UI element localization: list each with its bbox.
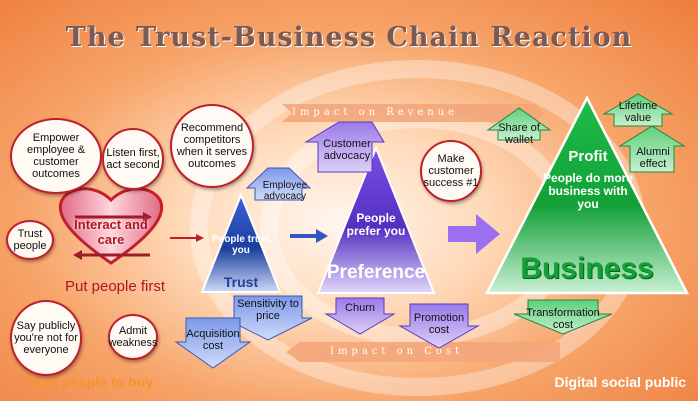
profit-inner-text: People do more business with you xyxy=(542,171,634,211)
bubble-empower: Empower employee & customer outcomes xyxy=(10,118,102,194)
transformation-label: Transformation cost xyxy=(526,307,600,331)
acquisition-arrow xyxy=(174,317,252,369)
heart-shape xyxy=(58,187,164,265)
heart-arrow-right-head xyxy=(143,212,152,222)
heart-label: Interact and care xyxy=(74,217,148,247)
lifetime-arrow xyxy=(602,93,674,127)
revenue-banner-arrow xyxy=(282,104,545,122)
bubble-make-success: Make customer success #1 xyxy=(420,140,482,202)
connector-heart-trust-head xyxy=(196,234,204,242)
bubble-recommend: Recommend competitors when it serves out… xyxy=(170,104,254,188)
preference-label: Preference xyxy=(326,262,426,283)
business-triangle xyxy=(484,95,690,295)
connector-trust-preference-head xyxy=(316,229,328,243)
trust-label: Trust xyxy=(223,274,259,290)
employee-advocacy-arrow xyxy=(245,167,312,201)
share-wallet-arrow xyxy=(486,107,552,141)
cost-banner: Impact on Cost xyxy=(330,346,464,357)
alumni-label: Alumni effect xyxy=(636,146,670,170)
bubble-trust-people: Trust people xyxy=(6,220,54,260)
employee-advocacy-label: Employee advocacy xyxy=(262,180,308,202)
page-title: The Trust-Business Chain Reaction xyxy=(65,22,633,53)
heart-arrow-left-head xyxy=(73,250,82,260)
trust-triangle xyxy=(200,192,282,293)
alumni-arrow xyxy=(618,125,686,173)
bubble-say-publicly: Say publicly you're not for everyone xyxy=(10,300,82,376)
bubble-admit: Admit weakness xyxy=(108,314,158,360)
cost-banner-arrow-body xyxy=(286,342,560,362)
customer-advocacy-arrow xyxy=(304,121,385,173)
business-label: Business xyxy=(520,252,654,285)
customer-advocacy-label: Customer advocacy xyxy=(323,138,371,162)
churn-arrow xyxy=(324,297,396,335)
preference-inner-text: People prefer you xyxy=(346,211,406,238)
connector-preference-business xyxy=(448,214,500,254)
promotion-label: Promotion cost xyxy=(413,312,465,336)
share-wallet-label: Share of wallet xyxy=(498,122,540,146)
acquisition-label: Acquisition cost xyxy=(186,328,240,352)
lifetime-label: Lifetime value xyxy=(618,100,658,124)
churn-label: Churn xyxy=(345,302,375,314)
promotion-arrow xyxy=(398,303,480,349)
transformation-arrow xyxy=(513,299,613,335)
trust-inner-text: People trust you xyxy=(212,234,270,256)
preference-triangle xyxy=(316,145,436,294)
revenue-banner: Impact on Revenue xyxy=(292,107,459,118)
footer-right: Digital social public xyxy=(554,374,686,390)
bubble-listen: Listen first, act second xyxy=(102,128,164,190)
footer-left: Trust people to buy xyxy=(24,374,154,390)
heart-caption: Put people first xyxy=(64,278,166,295)
sensitivity-label: Sensitivity to price xyxy=(237,298,299,322)
profit-label: Profit xyxy=(568,148,608,165)
